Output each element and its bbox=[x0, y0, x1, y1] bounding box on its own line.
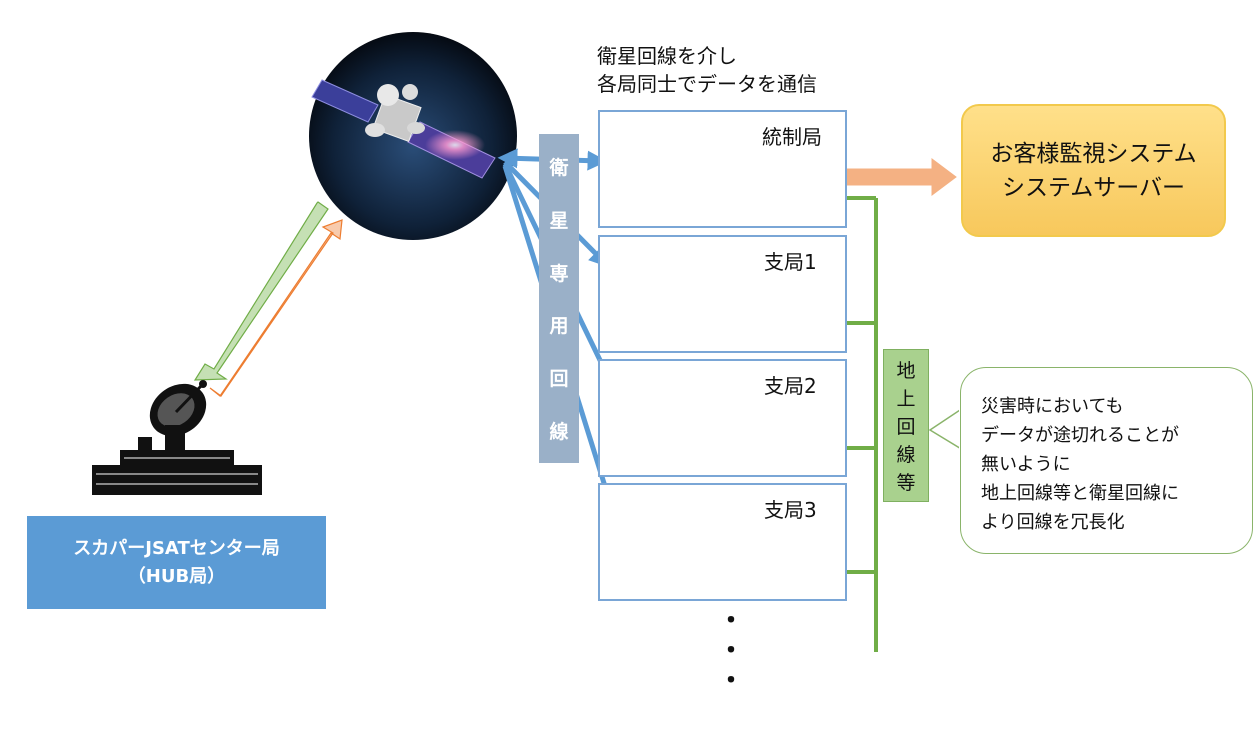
sat-line-char: 線 bbox=[549, 421, 569, 444]
caption-line-2: 各局同士でデータを通信 bbox=[597, 72, 817, 96]
ground-line-char: 線 bbox=[896, 443, 916, 466]
callout-line: 地上回線等と衛星回線に bbox=[981, 483, 1179, 504]
hub-uplink-arrow bbox=[209, 219, 343, 397]
satellite-icon bbox=[309, 32, 517, 240]
branch-station-3-label: 支局3 bbox=[764, 498, 817, 522]
hub-station-label: スカパーJSATセンター局 （HUB局） bbox=[27, 516, 326, 609]
control-station-box bbox=[598, 110, 847, 228]
satellite-dedicated-line-label: 衛 星 専 用 回 線 bbox=[539, 134, 579, 463]
branch-station-3-box bbox=[598, 483, 847, 601]
ellipsis-dot: ・ bbox=[718, 606, 745, 636]
communication-caption: 衛星回線を介し 各局同士でデータを通信 bbox=[597, 42, 817, 98]
callout-line: 災害時においても bbox=[981, 396, 1124, 417]
branch-station-1-box bbox=[598, 235, 847, 353]
callout-line: より回線を冗長化 bbox=[981, 512, 1125, 533]
callout-line: データが途切れることが bbox=[981, 425, 1179, 446]
ellipsis-dot: ・ bbox=[718, 636, 745, 666]
branch-station-2-label: 支局2 bbox=[764, 374, 817, 398]
hub-downlink-arrow bbox=[193, 201, 329, 381]
ground-line-char: 等 bbox=[896, 471, 916, 494]
sat-line-char: 用 bbox=[549, 315, 569, 338]
ground-line-char: 地 bbox=[896, 360, 916, 383]
caption-line-1: 衛星回線を介し bbox=[597, 44, 737, 68]
sat-line-char: 星 bbox=[549, 209, 569, 232]
ground-line-char: 回 bbox=[896, 415, 916, 438]
control-station-label: 統制局 bbox=[762, 125, 822, 149]
hub-label-line-1: スカパーJSATセンター局 bbox=[73, 537, 280, 559]
more-stations-ellipsis: ・ ・ ・ bbox=[718, 606, 744, 696]
callout-line: 無いように bbox=[981, 454, 1071, 475]
branch-station-2-box bbox=[598, 359, 847, 477]
monitoring-server-box: お客様監視システム システムサーバー bbox=[961, 104, 1226, 237]
sat-line-char: 専 bbox=[549, 262, 569, 285]
server-line-1: お客様監視システム bbox=[990, 140, 1197, 167]
sat-line-char: 衛 bbox=[549, 156, 569, 179]
redundancy-callout: 災害時においても データが途切れることが 無いように 地上回線等と衛星回線に よ… bbox=[960, 367, 1253, 554]
server-line-2: システムサーバー bbox=[1001, 174, 1186, 201]
hub-station-icon bbox=[92, 380, 262, 495]
ground-line-label: 地 上 回 線 等 bbox=[883, 349, 929, 502]
sat-line-char: 回 bbox=[549, 368, 569, 391]
hub-label-line-2: （HUB局） bbox=[127, 565, 226, 587]
ground-line-char: 上 bbox=[896, 388, 916, 411]
branch-station-1-label: 支局1 bbox=[764, 250, 817, 274]
ellipsis-dot: ・ bbox=[718, 666, 745, 696]
